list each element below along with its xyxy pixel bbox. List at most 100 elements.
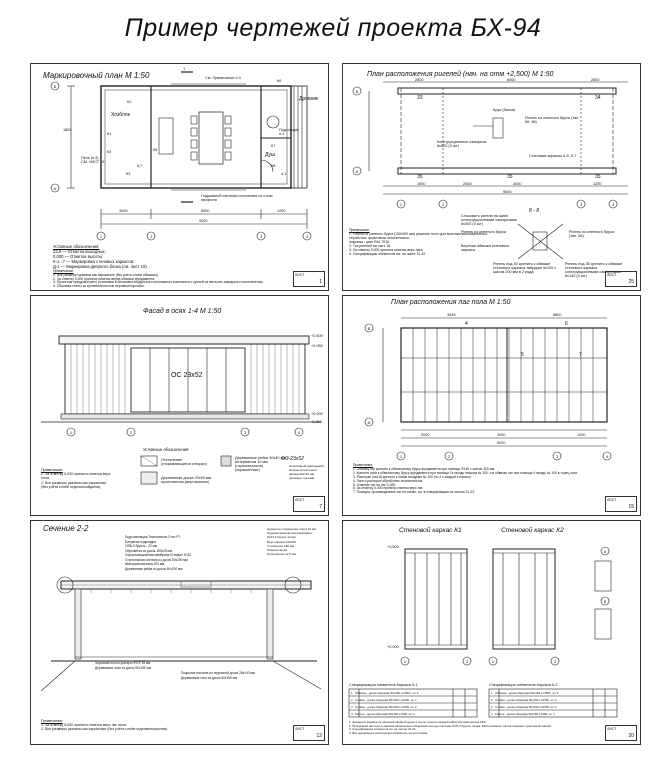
svg-text:Б: Б <box>356 89 359 94</box>
svg-text:1: 1 <box>404 659 407 664</box>
spec-table-k1: 1 Обвязка - доска обрезная 50х150 L=2500… <box>351 691 419 716</box>
svg-text:4: 4 <box>606 454 609 459</box>
notes-block: Примечания: 1. Ригели из клееного бруса … <box>349 228 489 256</box>
marker-tag: К8 <box>271 164 276 168</box>
marker-tag: 4,1 <box>281 172 287 176</box>
marker-tag: 34 <box>595 95 601 101</box>
section-title: 8 - 8 <box>529 208 540 214</box>
marker-tag: К5 <box>153 148 158 152</box>
marker-tag: 5 <box>521 352 524 358</box>
room-label: Дровник <box>299 96 319 102</box>
svg-text:3: 3 <box>244 430 247 435</box>
marker-tag: К3 <box>126 172 131 176</box>
dimension: 1200 <box>593 182 602 186</box>
level-mark: +0,000 <box>311 412 323 416</box>
marker-tag: К7 <box>271 144 276 148</box>
svg-text:4: 4 <box>612 202 615 207</box>
svg-text:2: 2 <box>130 430 133 435</box>
marker-tag: 6 <box>565 321 568 327</box>
dimension: 2800 <box>591 78 600 82</box>
svg-text:3: 3 <box>556 454 559 459</box>
callout: Ригель под 30 крепить к обвязке стеновог… <box>493 262 557 274</box>
notes-block: Примечания: 1. Обвязку лаг крепить к обв… <box>353 463 578 495</box>
marker-tag: К2 <box>127 100 132 104</box>
wall-layers: Цементно-стружечная плита 10 мм Гидровет… <box>267 527 317 557</box>
callout: Подшивной системы отопления по слою проф… <box>201 194 273 202</box>
callout: Подтопщик п.4 <box>279 128 299 136</box>
room-label: Душ <box>265 152 276 158</box>
roof-layers: Гидроизоляция Технониколь Стоп РТ Битумн… <box>125 535 192 571</box>
dimension: 6000 <box>201 209 210 213</box>
svg-text:Б: Б <box>54 84 57 89</box>
svg-text:2: 2 <box>442 202 445 207</box>
svg-text:2: 2 <box>150 234 153 239</box>
sheet-title: План расположения ригелей (нач. на отм +… <box>367 71 554 78</box>
callout: Стыковать ригели на шипе конструкционным… <box>461 214 517 226</box>
dimension: 3000 <box>513 182 522 186</box>
dimension: 3000 <box>119 209 128 213</box>
svg-text:2: 2 <box>448 454 451 459</box>
page-title: Пример чертежей проекта БХ-94 <box>124 14 542 42</box>
floor-layers: Черновой пол из фанеры ФСФ 18 мм Деревян… <box>95 661 151 670</box>
marker-tag: К1 <box>107 132 112 136</box>
dimension: 6000 <box>507 78 516 82</box>
svg-text:4: 4 <box>306 234 309 239</box>
callout: Стеновые каркасы К-5, К-7 <box>529 154 577 158</box>
callout: Ригель под 36 крепить к обвязке стеновог… <box>565 262 623 278</box>
window-label: ОС 23х52 <box>171 372 203 379</box>
svg-text:2: 2 <box>554 659 557 664</box>
dimension: 9000 <box>503 190 512 194</box>
callout: Ригель из клееного бруса (тип. 50, 56) <box>525 116 580 124</box>
marker-tag: К6 <box>277 79 282 83</box>
svg-text:1: 1 <box>100 234 103 239</box>
window-note: Стеклянный (накладной) витраж остекления… <box>289 464 324 480</box>
dimension: 2800 <box>415 78 424 82</box>
svg-text:4: 4 <box>298 430 301 435</box>
svg-text:3: 3 <box>260 234 263 239</box>
level-mark: +2,500 <box>387 545 399 549</box>
legend-item: Деревянные рейки 30х40 мм с интервалом 1… <box>235 456 289 472</box>
svg-text:1: 1 <box>400 202 403 207</box>
spec-table-k2: 1 Обвязка - доска обрезная 50х150 L=2500… <box>491 691 559 716</box>
room-label: Хозблок <box>111 112 130 118</box>
window-code: ОС-23х52 <box>281 456 304 462</box>
marker-tag: 35 <box>417 174 423 180</box>
dimension: 2000 <box>463 182 472 186</box>
dimension: 5800 <box>553 313 562 317</box>
sheet-title: Маркировочный план М 1:50 <box>43 71 150 80</box>
legend-item: Остекление (открывающиеся створки) <box>161 458 207 466</box>
svg-text:2: 2 <box>466 659 469 664</box>
dimension: 1000 <box>417 182 426 186</box>
dimension: 3545 <box>447 313 456 317</box>
marker-tag: К4 <box>107 150 112 154</box>
spec-title: Спецификация элементов Каркаса К-1 <box>349 683 418 687</box>
notes-block: Примечания: 1. За отметку 0,000 принята … <box>41 468 111 489</box>
legend-item: Деревянная доска 20х90 мм пропитанная (в… <box>161 476 212 484</box>
sheet-title-k2: Стеновой каркас К2 <box>501 527 564 534</box>
sheet-title-k1: Стеновой каркас К1 <box>399 527 462 534</box>
svg-text:А: А <box>54 186 57 191</box>
callout: Брус (балка) <box>493 108 516 112</box>
sheet-marking-plan: 1 2 3 4 Б А Маркировочный план М 1:50 Хозбло… <box>30 63 329 291</box>
svg-text:1: 1 <box>400 454 403 459</box>
dimension: 2000 <box>421 433 430 437</box>
callout: Верхняя обвязка стенового каркаса <box>461 244 510 252</box>
level-mark: -0,350 <box>311 420 322 424</box>
svg-text:А: А <box>368 420 371 425</box>
callout: Ригель из клееного бруса <box>461 230 507 234</box>
level-mark: +2,500 <box>311 334 323 338</box>
svg-text:1: 1 <box>492 659 495 664</box>
marker-tag: 35 <box>595 174 601 180</box>
